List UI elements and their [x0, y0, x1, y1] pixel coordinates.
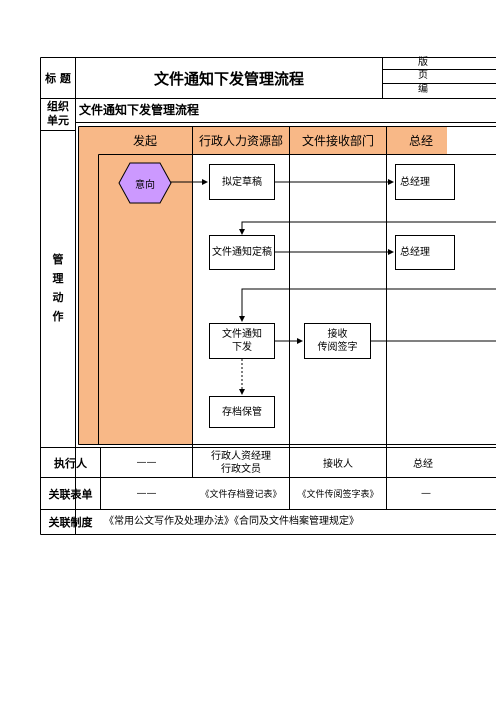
- gm-review-node-1: 总经理: [395, 164, 455, 200]
- executor-col1: ——: [136, 457, 157, 468]
- system-label: 关联制度: [48, 516, 93, 529]
- header-right-bot: 编: [418, 84, 428, 95]
- final-draft-node: 文件通知定稿: [209, 235, 275, 270]
- archive-node: 存档保管: [209, 396, 275, 428]
- executor-label: 执行人: [54, 456, 87, 470]
- start-node-label: 意向: [135, 179, 155, 191]
- forms-col2: 《文件存档登记表》: [200, 490, 282, 500]
- org-label: 组织 单元: [47, 100, 69, 127]
- system-value: 《常用公文写作及处理办法》《合同及文件档案管理规定》: [104, 516, 359, 527]
- receive-node: 接收 传阅签字: [304, 323, 371, 359]
- forms-label: 关联表单: [48, 487, 93, 501]
- mgmt-label: 管 理 动 作: [52, 252, 64, 323]
- start-node: [118, 162, 172, 204]
- executor-col2: 行政人资经理 行政文员: [211, 450, 271, 475]
- lane-header-admin-hr: 行政人力资源部: [193, 127, 289, 154]
- issue-node: 文件通知 下发: [209, 323, 275, 359]
- lane-header-receiving-dept: 文件接收部门: [290, 127, 386, 154]
- org-value: 文件通知下发管理流程: [79, 103, 200, 117]
- lane-header-gm: 总经: [387, 127, 447, 154]
- forms-col1: ——: [136, 488, 157, 499]
- header-right-mid: 页: [418, 70, 428, 81]
- left-accent-strip: [78, 127, 98, 445]
- lane-header-start: 发起: [98, 127, 192, 154]
- draft-node: 拟定草稿: [209, 164, 275, 200]
- gm-review-node-2: 总经理: [395, 235, 455, 270]
- title-label: 标 题: [45, 72, 71, 85]
- page-title: 文件通知下发管理流程: [153, 69, 304, 88]
- forms-col3: 《文件传阅签字表》: [297, 490, 379, 500]
- header-right-top: 版: [418, 57, 428, 68]
- executor-col4: 总经: [413, 459, 433, 470]
- forms-col4: —: [421, 488, 431, 499]
- executor-col3: 接收人: [323, 459, 353, 470]
